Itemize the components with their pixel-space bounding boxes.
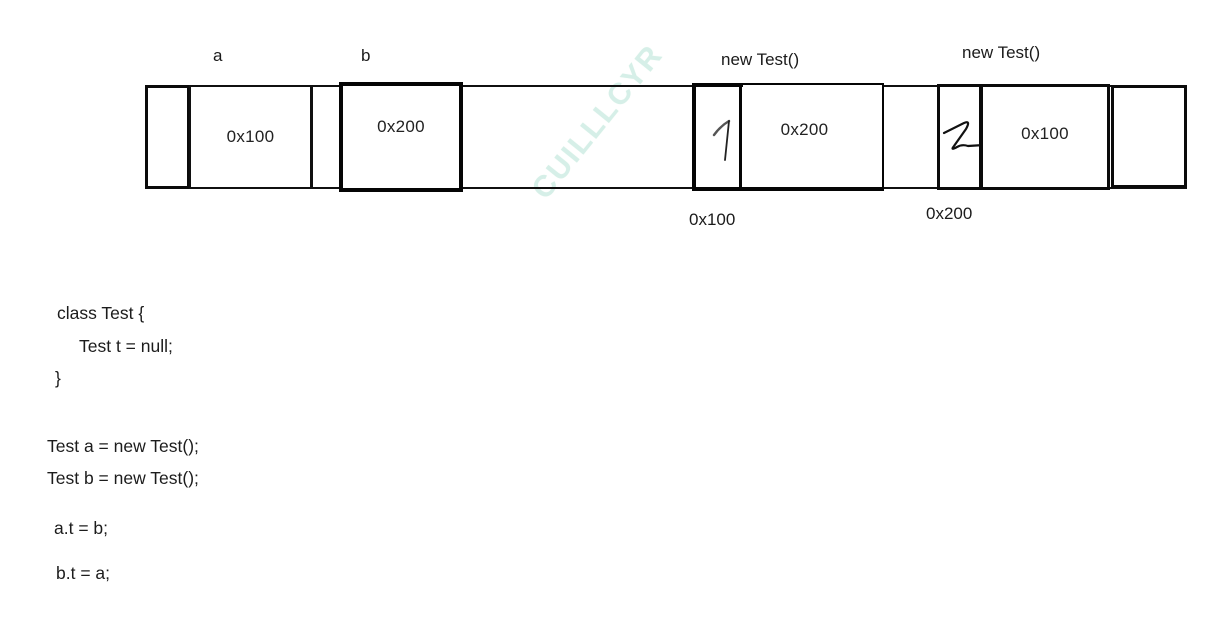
memory-cell-empty-right bbox=[1111, 85, 1187, 188]
label-obj1-address: 0x100 bbox=[689, 210, 736, 229]
obj1-t-value: 0x200 bbox=[780, 120, 829, 139]
var-b-value: 0x200 bbox=[377, 117, 425, 136]
var-a-value: 0x100 bbox=[226, 127, 275, 146]
memory-cell-var-b: 0x200 bbox=[339, 82, 463, 192]
label-obj2-address: 0x200 bbox=[926, 204, 973, 223]
code-line-bt-assign: b.t = a; bbox=[56, 563, 110, 583]
memory-cell-obj1-t-field: 0x200 bbox=[743, 85, 882, 187]
memory-cell-narrow-gap bbox=[311, 85, 341, 189]
code-line-class-decl: class Test { bbox=[57, 303, 145, 323]
handwritten-mark-2-icon bbox=[940, 116, 988, 158]
memory-cell-obj2-t-field: 0x100 bbox=[980, 84, 1110, 190]
label-var-a: a bbox=[213, 46, 223, 65]
code-line-class-close: } bbox=[55, 368, 61, 388]
code-line-new-b: Test b = new Test(); bbox=[47, 468, 199, 488]
handwritten-mark-1-icon bbox=[706, 114, 740, 166]
code-line-field-decl: Test t = null; bbox=[79, 336, 173, 356]
memory-cell-empty-left bbox=[145, 85, 190, 189]
memory-cell-obj2-mark bbox=[937, 84, 982, 190]
memory-cell-var-a: 0x100 bbox=[189, 85, 312, 189]
label-obj2-new-test: new Test() bbox=[962, 43, 1041, 62]
label-obj1-new-test: new Test() bbox=[721, 50, 800, 69]
code-line-at-assign: a.t = b; bbox=[54, 518, 108, 538]
obj1-inner-divider bbox=[739, 85, 742, 189]
obj2-t-value: 0x100 bbox=[1021, 124, 1069, 143]
code-line-new-a: Test a = new Test(); bbox=[47, 436, 199, 456]
label-var-b: b bbox=[361, 46, 371, 65]
